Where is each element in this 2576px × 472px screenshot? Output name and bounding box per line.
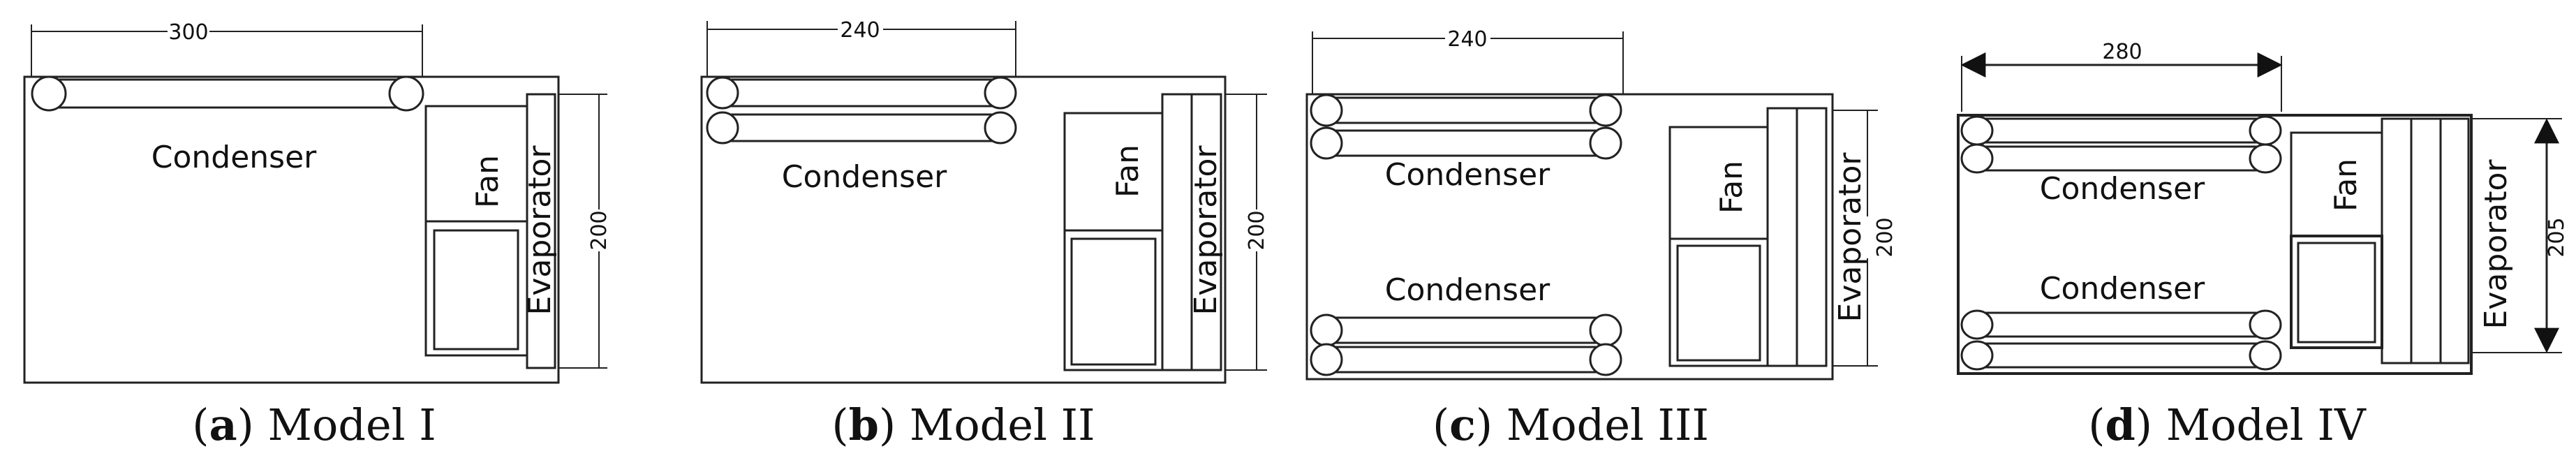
height-dimension: 200 bbox=[558, 94, 612, 369]
height-dim-label: 200 bbox=[1245, 210, 1269, 250]
condenser-label-top: Condenser bbox=[2040, 171, 2205, 207]
condenser-label-top: Condenser bbox=[1385, 157, 1550, 193]
evaporator-box bbox=[1161, 93, 1222, 371]
fan-label: Fan bbox=[1714, 161, 1749, 214]
fan-label: Fan bbox=[2328, 158, 2364, 212]
caption-c: (c) Model III bbox=[1433, 399, 1709, 450]
condenser-coil bbox=[31, 75, 424, 112]
evaporator-box bbox=[526, 93, 556, 369]
condenser-label: Condenser bbox=[782, 159, 947, 195]
width-dimension: 280 bbox=[1960, 40, 2283, 112]
compressor-box bbox=[2290, 235, 2383, 349]
width-dimension: 240 bbox=[1312, 27, 1624, 94]
caption-a: (a) Model I bbox=[192, 399, 436, 450]
height-dim-label: 200 bbox=[1873, 217, 1897, 257]
fan-label: Fan bbox=[1110, 145, 1146, 198]
cabinet-outline bbox=[1305, 93, 1834, 381]
compressor-box bbox=[1668, 237, 1769, 367]
panel-d: 280 Condenser Condenser F bbox=[1957, 40, 2569, 375]
condenser-label-bottom: Condenser bbox=[1385, 272, 1550, 308]
condenser-coil-bottom bbox=[1960, 309, 2282, 371]
width-dim-label: 300 bbox=[168, 20, 208, 45]
cabinet-outline bbox=[23, 75, 560, 384]
caption-d: (d) Model IV bbox=[2088, 399, 2367, 450]
caption-b: (b) Model II bbox=[831, 399, 1095, 450]
cabinet-outline bbox=[1957, 114, 2473, 375]
compressor-box bbox=[424, 220, 528, 357]
width-dim-label: 240 bbox=[840, 18, 880, 43]
condenser-label-bottom: Condenser bbox=[2040, 271, 2205, 307]
width-dimension: 300 bbox=[31, 20, 423, 77]
width-dim-label: 280 bbox=[2102, 40, 2142, 64]
condenser-coil-bottom bbox=[1310, 314, 1622, 376]
panel-a: 300 Condenser Fan Evaporator bbox=[23, 20, 612, 384]
evaporator-label: Evaporator bbox=[1188, 145, 1224, 316]
height-dimension: 200 bbox=[1225, 94, 1269, 371]
height-dim-label: 200 bbox=[587, 210, 612, 250]
evaporator-box bbox=[1766, 107, 1828, 367]
compressor-box bbox=[1063, 229, 1164, 371]
condenser-coil-top bbox=[1310, 94, 1622, 160]
height-dimension: 205 bbox=[2471, 118, 2569, 353]
height-dimension: 200 bbox=[1833, 110, 1897, 367]
evaporator-label: Evaporator bbox=[1833, 152, 1868, 323]
evaporator-label: Evaporator bbox=[2478, 159, 2514, 330]
height-dim-label: 205 bbox=[2545, 217, 2569, 257]
panel-b: 240 Condenser Fan Evaporator bbox=[700, 18, 1269, 384]
condenser-coil bbox=[706, 76, 1017, 145]
width-dimension: 240 bbox=[706, 18, 1016, 77]
cabinet-outline bbox=[700, 75, 1227, 384]
width-dim-label: 240 bbox=[1447, 27, 1487, 52]
panel-c: 240 Condenser Condenser F bbox=[1305, 27, 1897, 381]
condenser-coil-top bbox=[1960, 115, 2282, 174]
evaporator-label: Evaporator bbox=[522, 145, 558, 316]
evaporator-box bbox=[2381, 117, 2470, 364]
condenser-label: Condenser bbox=[151, 140, 317, 175]
fan-label: Fan bbox=[470, 155, 505, 208]
